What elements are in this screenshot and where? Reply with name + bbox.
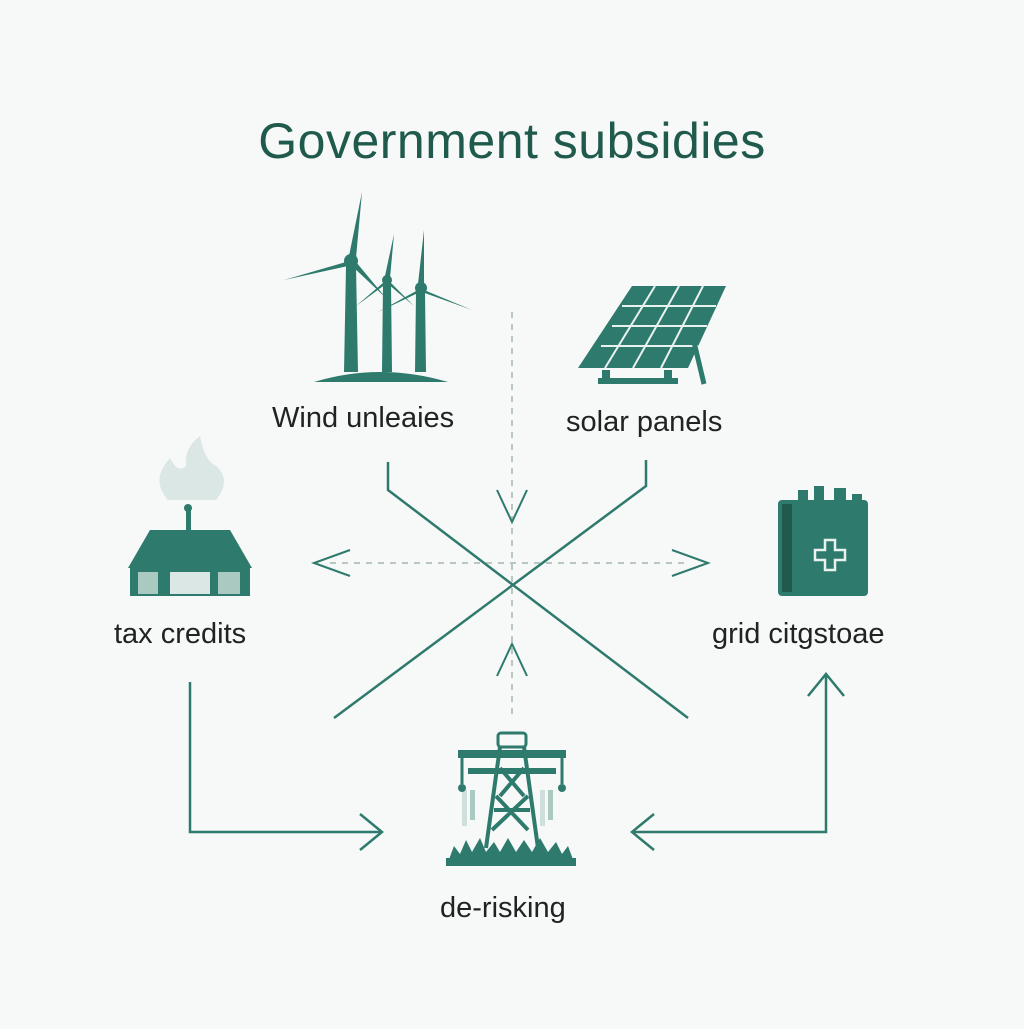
wind-label: Wind unleaies (272, 402, 455, 434)
de-risking-label: de-risking (440, 892, 566, 924)
page-title: Government subsidies (258, 113, 766, 169)
wind-turbine-icon (284, 192, 472, 382)
tax-credits-label: tax credits (114, 618, 247, 650)
battery-icon (778, 486, 868, 596)
connector-derisking-to-grid (630, 672, 845, 851)
connector-tax-to-derisking (188, 682, 384, 851)
solar-panel-icon (578, 285, 726, 385)
grid-storage-label: grid citgstoae (712, 618, 885, 650)
dashed-axis-arrows (311, 489, 711, 677)
dashed-axes (330, 312, 690, 720)
cross-lines (333, 460, 689, 720)
solar-label: solar panels (566, 406, 723, 438)
transmission-tower-icon (446, 731, 576, 866)
factory-icon (128, 436, 252, 596)
